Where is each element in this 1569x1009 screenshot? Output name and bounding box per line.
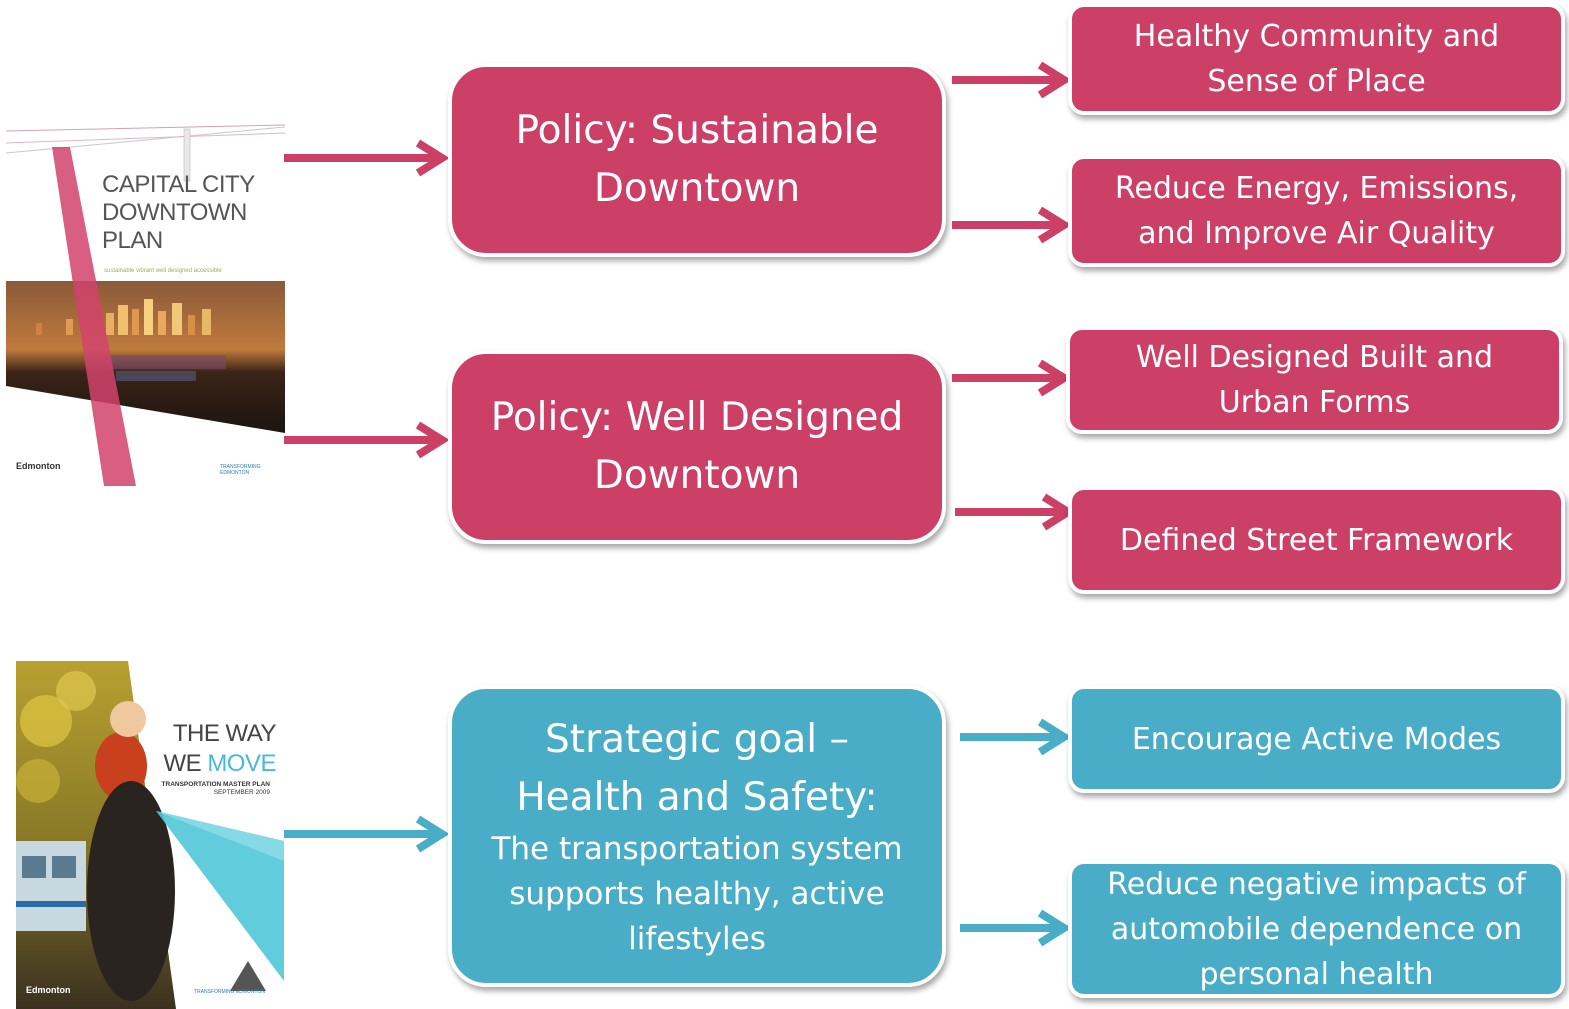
downtown-cover-title: CAPITAL CITY DOWNTOWN PLAN [102, 171, 282, 255]
outcome-built-line: Well Designed Built and [1135, 340, 1494, 375]
outcome-healthy-line: Sense of Place [1207, 64, 1426, 99]
strategic-goal-description-line: lifestyles [628, 920, 766, 957]
transportation-plan-cover: THE WAY WE MOVE TRANSPORTATION MASTER PL… [16, 661, 284, 1009]
outcome-energy-line: and Improve Air Quality [1138, 216, 1495, 251]
arrow-to-street [955, 493, 1076, 531]
transport-cover-title-move: MOVE [207, 750, 276, 777]
arrow-cover1-to-sustainable [284, 139, 450, 177]
outcome-street-framework: Defined Street Framework [1068, 486, 1565, 594]
strategic-goal-description-line: The transportation system [491, 830, 903, 867]
transport-cover-title: THE WAY WE MOVE [146, 719, 276, 779]
strategic-goal-title-line: Strategic goal – [545, 716, 849, 762]
outcome-built-line: Urban Forms [1218, 385, 1411, 420]
edmonton-logo: Edmonton [26, 985, 71, 995]
downtown-cover-art [6, 124, 285, 486]
transport-cover-subtitle: TRANSPORTATION MASTER PLAN SEPTEMBER 200… [136, 781, 270, 797]
arrow-cover1-to-well-designed [284, 421, 450, 459]
transforming-edmonton-logo: TRANSFORMING EDMONTON [194, 989, 266, 995]
arrow-to-healthy [952, 61, 1072, 99]
edmonton-logo: Edmonton [16, 461, 61, 471]
transport-cover-art [16, 661, 284, 1009]
transport-cover-title-line: WE MOVE [146, 749, 276, 779]
policy-well-designed-downtown: Policy: Well Designed Downtown [448, 350, 946, 544]
transport-cover-date: SEPTEMBER 2009 [213, 789, 270, 796]
outcome-well-designed-built: Well Designed Built and Urban Forms [1066, 326, 1563, 434]
outcome-healthy-line: Healthy Community and [1133, 19, 1500, 54]
strategic-goal-title-line: Health and Safety: [516, 774, 878, 820]
outcome-auto-line: Reduce negative impacts of [1107, 866, 1526, 902]
policy-sustainable-downtown: Policy: Sustainable Downtown [448, 63, 946, 257]
arrow-to-built [952, 359, 1072, 397]
transport-cover-title-line: THE WAY [172, 720, 277, 747]
outcome-reduce-energy: Reduce Energy, Emissions, and Improve Ai… [1068, 155, 1565, 267]
policy-sustainable-line: Policy: Sustainable [515, 108, 879, 153]
outcome-active-modes: Encourage Active Modes [1068, 685, 1565, 793]
strategic-goal-description-line: supports healthy, active [509, 875, 885, 912]
downtown-cover-title-line: PLAN [102, 227, 163, 254]
transport-cover-subtitle-line: TRANSPORTATION MASTER PLAN [161, 781, 270, 788]
outcome-auto-line: automobile dependence on [1110, 911, 1523, 947]
outcome-energy-line: Reduce Energy, Emissions, [1114, 171, 1519, 206]
outcome-healthy-community: Healthy Community and Sense of Place [1068, 3, 1565, 115]
arrow-to-auto [960, 909, 1072, 947]
outcome-active-line: Encourage Active Modes [1131, 721, 1502, 757]
outcome-auto-line: personal health [1199, 956, 1434, 992]
arrow-to-energy [952, 206, 1072, 244]
downtown-cover-tagline: sustainable vibrant well designed access… [104, 268, 222, 274]
downtown-cover-title-line: CAPITAL CITY [102, 171, 255, 198]
arrow-cover2-to-strategic [284, 815, 450, 853]
strategic-goal-health-safety: Strategic goal – Health and Safety: The … [448, 685, 946, 987]
downtown-cover-title-line: DOWNTOWN [102, 199, 247, 226]
arrow-to-active [960, 718, 1072, 756]
transport-cover-title-we: WE [163, 750, 208, 777]
transforming-edmonton-logo: TRANSFORMING EDMONTON [220, 464, 261, 476]
outcome-street-line: Defined Street Framework [1119, 522, 1514, 558]
downtown-plan-cover: CAPITAL CITY DOWNTOWN PLAN sustainable v… [6, 123, 285, 486]
outcome-reduce-auto-dependence: Reduce negative impacts of automobile de… [1068, 860, 1565, 998]
policy-sustainable-line: Downtown [593, 166, 801, 211]
policy-well-designed-line: Downtown [593, 453, 801, 498]
policy-well-designed-line: Policy: Well Designed [490, 395, 904, 440]
